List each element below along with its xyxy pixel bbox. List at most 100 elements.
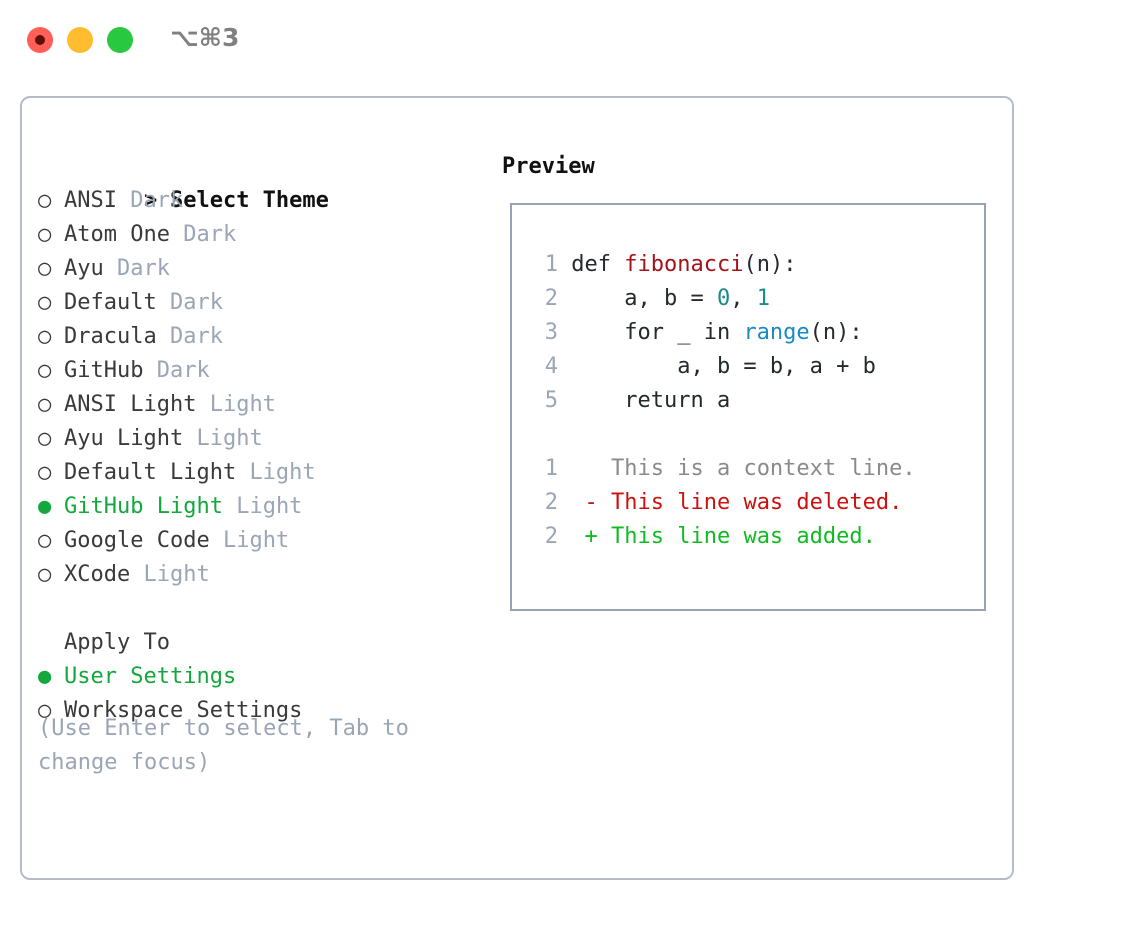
theme-name-label: Ayu Light (64, 426, 184, 451)
theme-name-label: Atom One (64, 222, 170, 247)
theme-list-item[interactable]: ○ GitHub Dark (38, 354, 478, 388)
code-line-text: a, b = 0, 1 (558, 286, 770, 311)
apply-to-item[interactable]: ○ Workspace Settings (38, 694, 478, 728)
theme-variant-tag: Light (222, 528, 290, 553)
minimize-button[interactable] (67, 27, 93, 53)
preview-heading: Preview (502, 154, 595, 179)
code-line-text: a, b = b, a + b (558, 354, 876, 379)
code-line: 4 a, b = b, a + b (530, 350, 970, 384)
radio-unselected-icon: ○ (38, 188, 52, 213)
theme-list: ○ ANSI Dark ○ Atom One Dark ○ Ayu Dark ○ Defaul… (38, 184, 478, 592)
theme-name-label: Dracula (64, 324, 157, 349)
apply-to-label: Workspace Settings (64, 698, 303, 723)
code-token: (n): (743, 252, 797, 277)
theme-list-item[interactable]: ○ Ayu Light Light (38, 422, 478, 456)
line-number: 2 (544, 286, 558, 311)
theme-variant-tag: Dark (169, 324, 223, 349)
select-theme-heading-label: Select Theme (169, 188, 329, 213)
theme-variant-tag: Light (143, 562, 210, 587)
radio-unselected-icon: ○ (38, 222, 52, 247)
code-blank-line (530, 418, 970, 452)
prompt-caret-icon: > (143, 188, 158, 213)
keyboard-shortcut-label: ⌥⌘3 (170, 23, 240, 52)
code-token: for _ in (571, 320, 744, 345)
theme-list-item[interactable]: ○ Ayu Dark (38, 252, 478, 286)
theme-list-item[interactable]: ● GitHub Light Light (38, 490, 478, 524)
radio-unselected-icon: ○ (38, 528, 52, 553)
theme-name-label: XCode (64, 562, 131, 587)
theme-name-label: Google Code (64, 528, 210, 553)
code-line-text: return a (558, 388, 730, 413)
diff-line: 2 + This line was added. (530, 520, 970, 554)
section-spacer (38, 592, 478, 626)
theme-name-label: Default Light (64, 460, 237, 485)
line-number: 4 (544, 354, 558, 379)
diff-line: 2 - This line was deleted. (530, 486, 970, 520)
theme-list-item[interactable]: ○XCode Light (38, 558, 478, 592)
code-token: range (743, 320, 810, 345)
theme-list-item[interactable]: ○ Google Code Light (38, 524, 478, 558)
keyboard-hint-text: (Use Enter to select, Tab to change focu… (38, 716, 423, 775)
diff-sign: + (558, 524, 598, 549)
theme-list-item[interactable]: ○ Default Light Light (38, 456, 478, 490)
theme-variant-tag: Dark (169, 290, 223, 315)
theme-name-label: Ayu (64, 256, 104, 281)
code-token: return a (571, 388, 731, 413)
theme-variant-tag: Dark (117, 256, 170, 281)
title-bar: ⌥⌘3 (0, 0, 1140, 76)
code-token: fibonacci (624, 252, 744, 277)
code-token: def (571, 252, 625, 277)
code-line: 5 return a (530, 384, 970, 418)
line-number: 5 (544, 388, 558, 413)
theme-list-item[interactable]: ○ Atom One Dark (38, 218, 478, 252)
radio-unselected-icon: ○ (38, 256, 52, 281)
theme-list-item[interactable]: ○ ANSI Dark (38, 184, 478, 218)
apply-to-item[interactable]: ●User Settings (38, 660, 478, 694)
diff-line-text: This line was deleted. (597, 490, 903, 515)
theme-variant-tag: Dark (130, 188, 184, 213)
code-token: 0 (716, 286, 731, 311)
theme-name-label: ANSI Light (64, 392, 197, 417)
code-token: 1 (756, 286, 770, 311)
radio-unselected-icon: ○ (38, 358, 52, 383)
diff-line: 1 This is a context line. (530, 452, 970, 486)
code-token: (n): (809, 320, 863, 345)
line-number: 1 (544, 456, 558, 481)
radio-unselected-icon: ○ (38, 460, 52, 485)
maximize-button[interactable] (107, 27, 133, 53)
apply-to-label: User Settings (64, 664, 237, 689)
line-number: 1 (544, 252, 558, 277)
diff-sign (558, 456, 598, 481)
theme-name-label: Default (64, 290, 157, 315)
apply-to-list: ●User Settings ○ Workspace Settings (38, 660, 478, 728)
radio-unselected-icon: ○ (38, 392, 52, 417)
code-token: a, b = b, a + b (571, 354, 876, 379)
theme-variant-tag: Dark (156, 358, 210, 383)
radio-unselected-icon: ○ (38, 324, 52, 349)
theme-list-item[interactable]: ○ Default Dark (38, 286, 478, 320)
apply-to-heading: Apply To (64, 630, 170, 655)
theme-name-label: GitHub Light (64, 494, 223, 519)
theme-name-label: ANSI (64, 188, 117, 213)
radio-selected-icon: ● (38, 494, 52, 519)
code-token: , (730, 286, 757, 311)
theme-name-label: GitHub (64, 358, 144, 383)
code-token: a, b = (571, 286, 717, 311)
radio-unselected-icon: ○ (38, 290, 52, 315)
theme-variant-tag: Light (196, 426, 263, 451)
theme-selector-column: > Select Theme ○ ANSI Dark ○ Atom One Dark ○ A… (38, 150, 478, 728)
theme-variant-tag: Light (236, 494, 303, 519)
theme-list-item[interactable]: ○ANSI Light Light (38, 388, 478, 422)
theme-variant-tag: Dark (183, 222, 237, 247)
code-line: 1 def fibonacci(n): (530, 248, 970, 282)
radio-unselected-icon: ○ (38, 698, 52, 723)
diff-line-text: This is a context line. (597, 456, 916, 481)
theme-list-item[interactable]: ○ Dracula Dark (38, 320, 478, 354)
theme-variant-tag: Light (249, 460, 316, 485)
diff-line-text: This line was added. (597, 524, 876, 549)
radio-unselected-icon: ○ (38, 426, 52, 451)
code-line: 3 for _ in range(n): (530, 316, 970, 350)
